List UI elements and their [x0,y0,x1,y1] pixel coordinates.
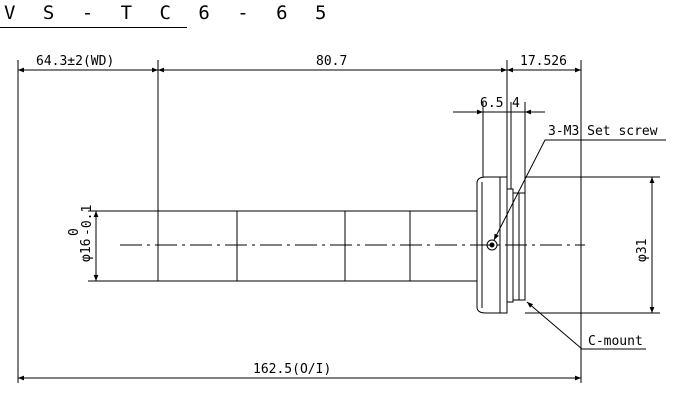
model-title: V S - T C 6 - 6 5 [4,2,335,24]
lens-tube-outline [95,210,478,282]
c-mount-label: C-mount [588,334,643,349]
title-underline [0,27,187,28]
dim-dia16-label-group: φ16 0 -0.1 [67,205,95,262]
dim-dia31-label-group: φ31 [635,239,650,262]
dim-dia16-tol-upper: 0 [67,228,82,236]
set-screw-leader [493,139,666,241]
c-mount-leader [526,301,646,350]
dim-dia16-tol-lower: -0.1 [80,205,95,236]
dim-step-b-label: 4 [512,96,520,111]
set-screw-label: 3-M3 Set screw [548,124,658,139]
dim-overall-label: 162.5(O/I) [253,362,331,377]
head-flange [476,176,508,314]
dim-dia31-label: φ31 [635,239,650,262]
dim-flange-label: 17.526 [520,54,567,69]
dim-dia16-label: φ16 [79,239,94,262]
dim-body-label: 80.7 [316,54,347,69]
dim-step-a-label: 6.5 [480,96,503,111]
dim-wd-label: 64.3±2(WD) [36,54,114,69]
